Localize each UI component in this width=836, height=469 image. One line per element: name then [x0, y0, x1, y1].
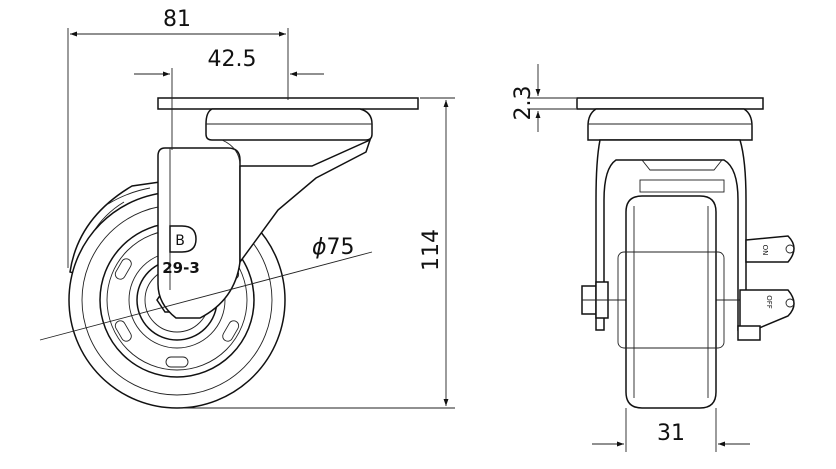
dim-plate-thickness: 2.3: [511, 86, 536, 121]
dim-plate-offset: 42.5: [208, 47, 257, 72]
swivel-bearing-front: [587, 108, 753, 141]
dim-wheel-diameter: ϕ75: [312, 235, 355, 260]
side-view: B 29-3 ϕ75 81 42.5 114: [39, 7, 455, 409]
logo-letter: B: [175, 233, 185, 249]
wheel-front: [625, 195, 717, 409]
fork-front: [595, 139, 747, 331]
brake-lever-off: OFF: [739, 289, 795, 338]
model-number: 29-3: [162, 259, 200, 277]
dim-overall-height: 114: [419, 229, 444, 271]
fork-bracket: [157, 147, 241, 319]
dim-wheel-width: 31: [657, 421, 685, 446]
brand-logo: B: [169, 225, 197, 253]
top-plate-front: [576, 97, 764, 110]
fork-gusset: [239, 138, 372, 265]
dim-overall-width: 81: [163, 7, 191, 32]
swivel-bearing: [205, 108, 373, 141]
svg-text:ON: ON: [761, 245, 769, 256]
diameter-leader: [39, 251, 373, 341]
brake-lever-on: ON: [745, 235, 795, 263]
svg-text:OFF: OFF: [765, 295, 773, 309]
front-view: ON OFF 2.3 31: [511, 64, 795, 452]
